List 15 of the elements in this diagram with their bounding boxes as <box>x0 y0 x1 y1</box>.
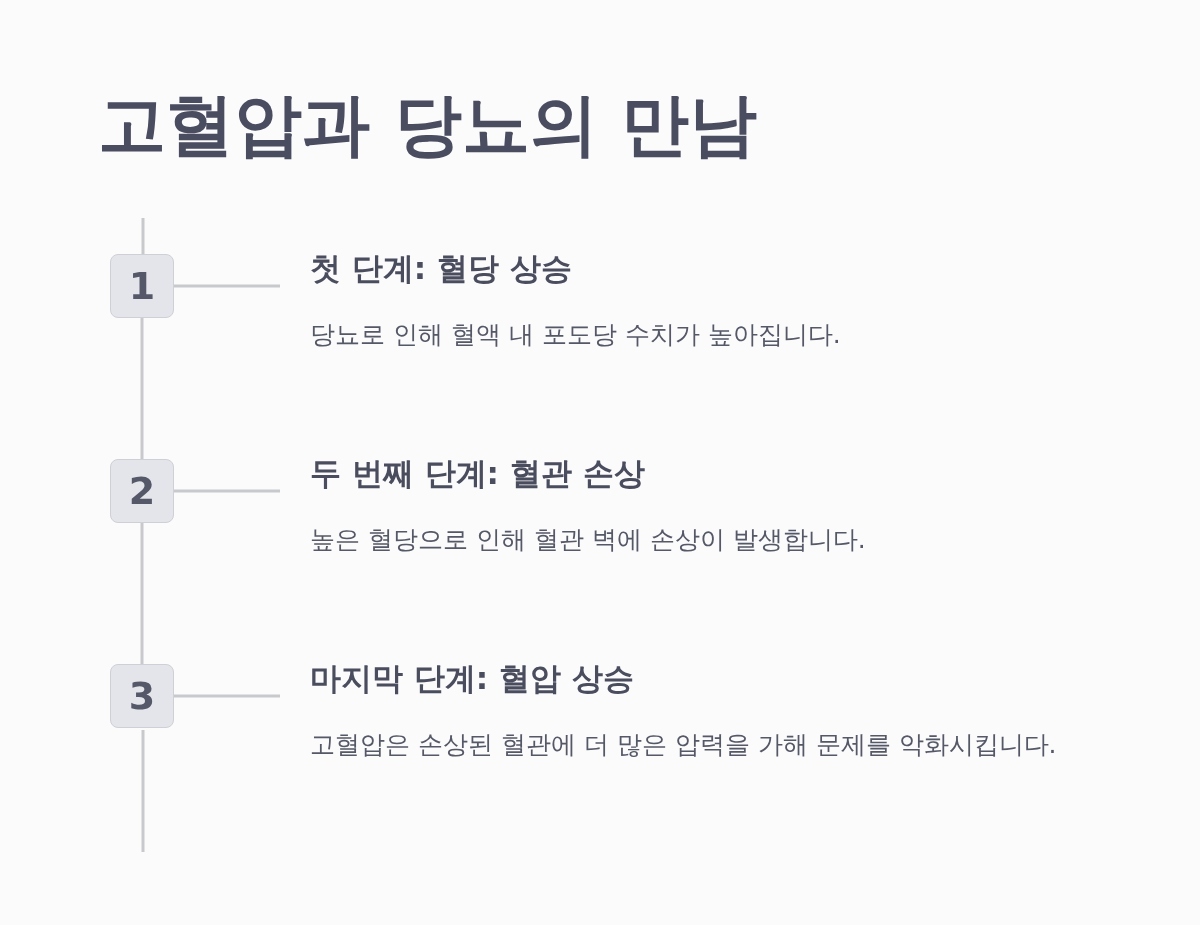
step-heading: 마지막 단계: 혈압 상승 <box>310 659 634 698</box>
step-description: 당뇨로 인해 혈액 내 포도당 수치가 높아집니다. <box>310 319 842 351</box>
step-description: 높은 혈당으로 인해 혈관 벽에 손상이 발생합니다. <box>310 524 867 556</box>
connector-line <box>174 489 280 493</box>
timeline-line <box>140 318 144 459</box>
timeline-line <box>140 523 144 664</box>
title: 고혈압과 당뇨의 만남 <box>98 84 758 166</box>
connector-line <box>174 694 280 698</box>
connector-line <box>174 284 280 288</box>
step-heading: 두 번째 단계: 혈관 손상 <box>310 454 645 493</box>
step-number-box: 2 <box>110 459 174 523</box>
step-number-box: 3 <box>110 664 174 728</box>
step-number-box: 1 <box>110 254 174 318</box>
step-heading: 첫 단계: 혈당 상승 <box>310 249 572 288</box>
step-description: 고혈압은 손상된 혈관에 더 많은 압력을 가해 문제를 악화시킵니다. <box>310 729 1058 761</box>
